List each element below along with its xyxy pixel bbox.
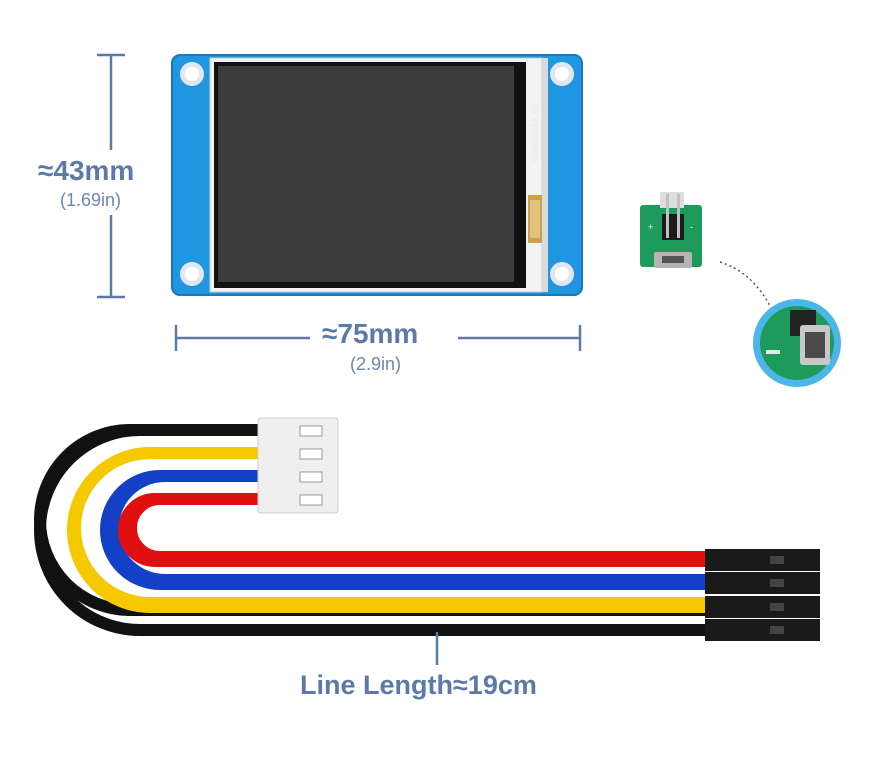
wire-connector-housing — [257, 417, 339, 514]
height-sub-label: (1.69in) — [60, 190, 122, 210]
wire-red — [125, 493, 705, 563]
width-sub-label: (2.9in) — [350, 354, 402, 374]
pcb-marking: HSD024522 E9 — [532, 104, 541, 162]
width-label: ≈75mm — [322, 318, 419, 349]
mounting-hole-top-left — [180, 62, 204, 86]
lcd-screen — [218, 66, 514, 282]
mounting-hole-top-right — [550, 62, 574, 86]
width-dimension-line — [174, 325, 582, 351]
mounting-hole-bottom-right — [550, 262, 574, 286]
display-module — [171, 54, 583, 296]
svg-text:+: + — [648, 222, 653, 232]
svg-text:-: - — [690, 222, 693, 232]
cable-wires — [34, 424, 705, 636]
dupont-connectors — [705, 549, 820, 641]
height-dimension-line — [97, 53, 125, 299]
cable-length-label: Line Length≈19cm — [300, 670, 537, 700]
mounting-hole-bottom-left — [180, 262, 204, 286]
callout-leader-line — [719, 261, 771, 307]
adapter-board: + - — [640, 192, 702, 268]
callout-zoom-circle — [753, 299, 841, 387]
height-label: ≈43mm — [38, 155, 135, 186]
